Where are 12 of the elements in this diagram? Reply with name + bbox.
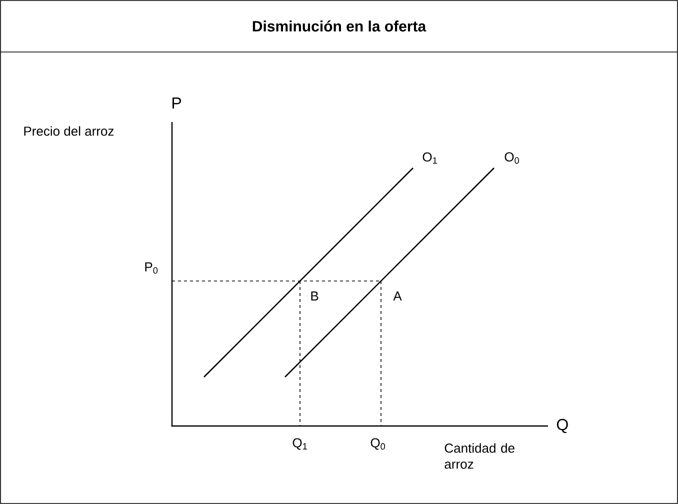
price-label: P$_{0}$	[145, 262, 158, 274]
axis-label: Q	[556, 418, 568, 434]
quantity-label: Q$_{1}$	[292, 438, 307, 450]
quantity-label: Q$_{0}$	[370, 438, 386, 450]
axis-label: P	[172, 98, 182, 108]
axis-label: Precio del arroz	[24, 126, 114, 136]
point-label: A	[393, 292, 402, 300]
curve-label: O$_{1}$	[422, 152, 437, 164]
axis-label: Cantidad de arroz	[444, 443, 514, 469]
point-label: B	[311, 292, 318, 300]
title: Disminución en la oferta	[252, 20, 426, 32]
curve-label: O$_{0}$	[504, 152, 520, 164]
